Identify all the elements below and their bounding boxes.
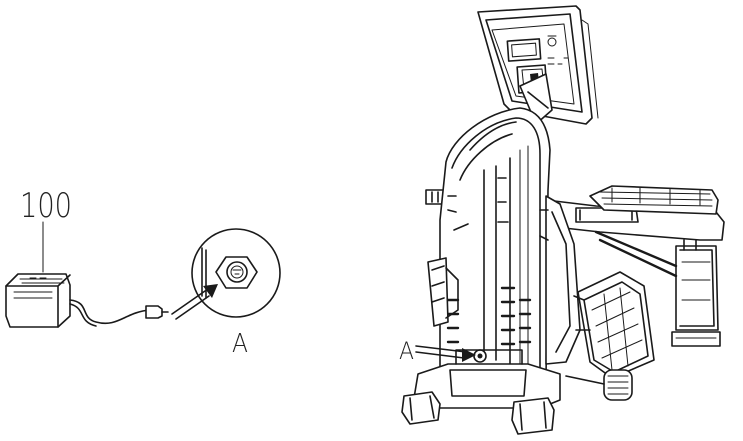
left-pedal <box>427 257 459 327</box>
callout-label-left: A <box>232 329 248 359</box>
adapter-plug <box>145 305 163 319</box>
right-foot <box>511 397 555 435</box>
left-foot <box>401 391 441 425</box>
side-frame <box>539 195 581 365</box>
detail-circle-a: A <box>191 228 281 359</box>
transport-wheel <box>565 369 633 401</box>
main-body <box>439 107 551 385</box>
part-number-label: 100 <box>20 186 72 226</box>
power-socket-icon <box>226 261 248 283</box>
seat <box>589 185 719 215</box>
front-base <box>401 349 561 435</box>
callout-a-machine: A <box>399 337 476 365</box>
exercise-machine: A <box>399 5 725 435</box>
rear-stabilizer <box>675 245 719 331</box>
seat-rail <box>545 185 725 347</box>
callout-label-right: A <box>399 337 414 365</box>
power-adapter: 100 <box>5 186 169 328</box>
adapter-cable <box>69 299 151 325</box>
power-socket-hex <box>215 256 258 289</box>
console <box>477 5 599 125</box>
right-pedal <box>573 271 655 379</box>
